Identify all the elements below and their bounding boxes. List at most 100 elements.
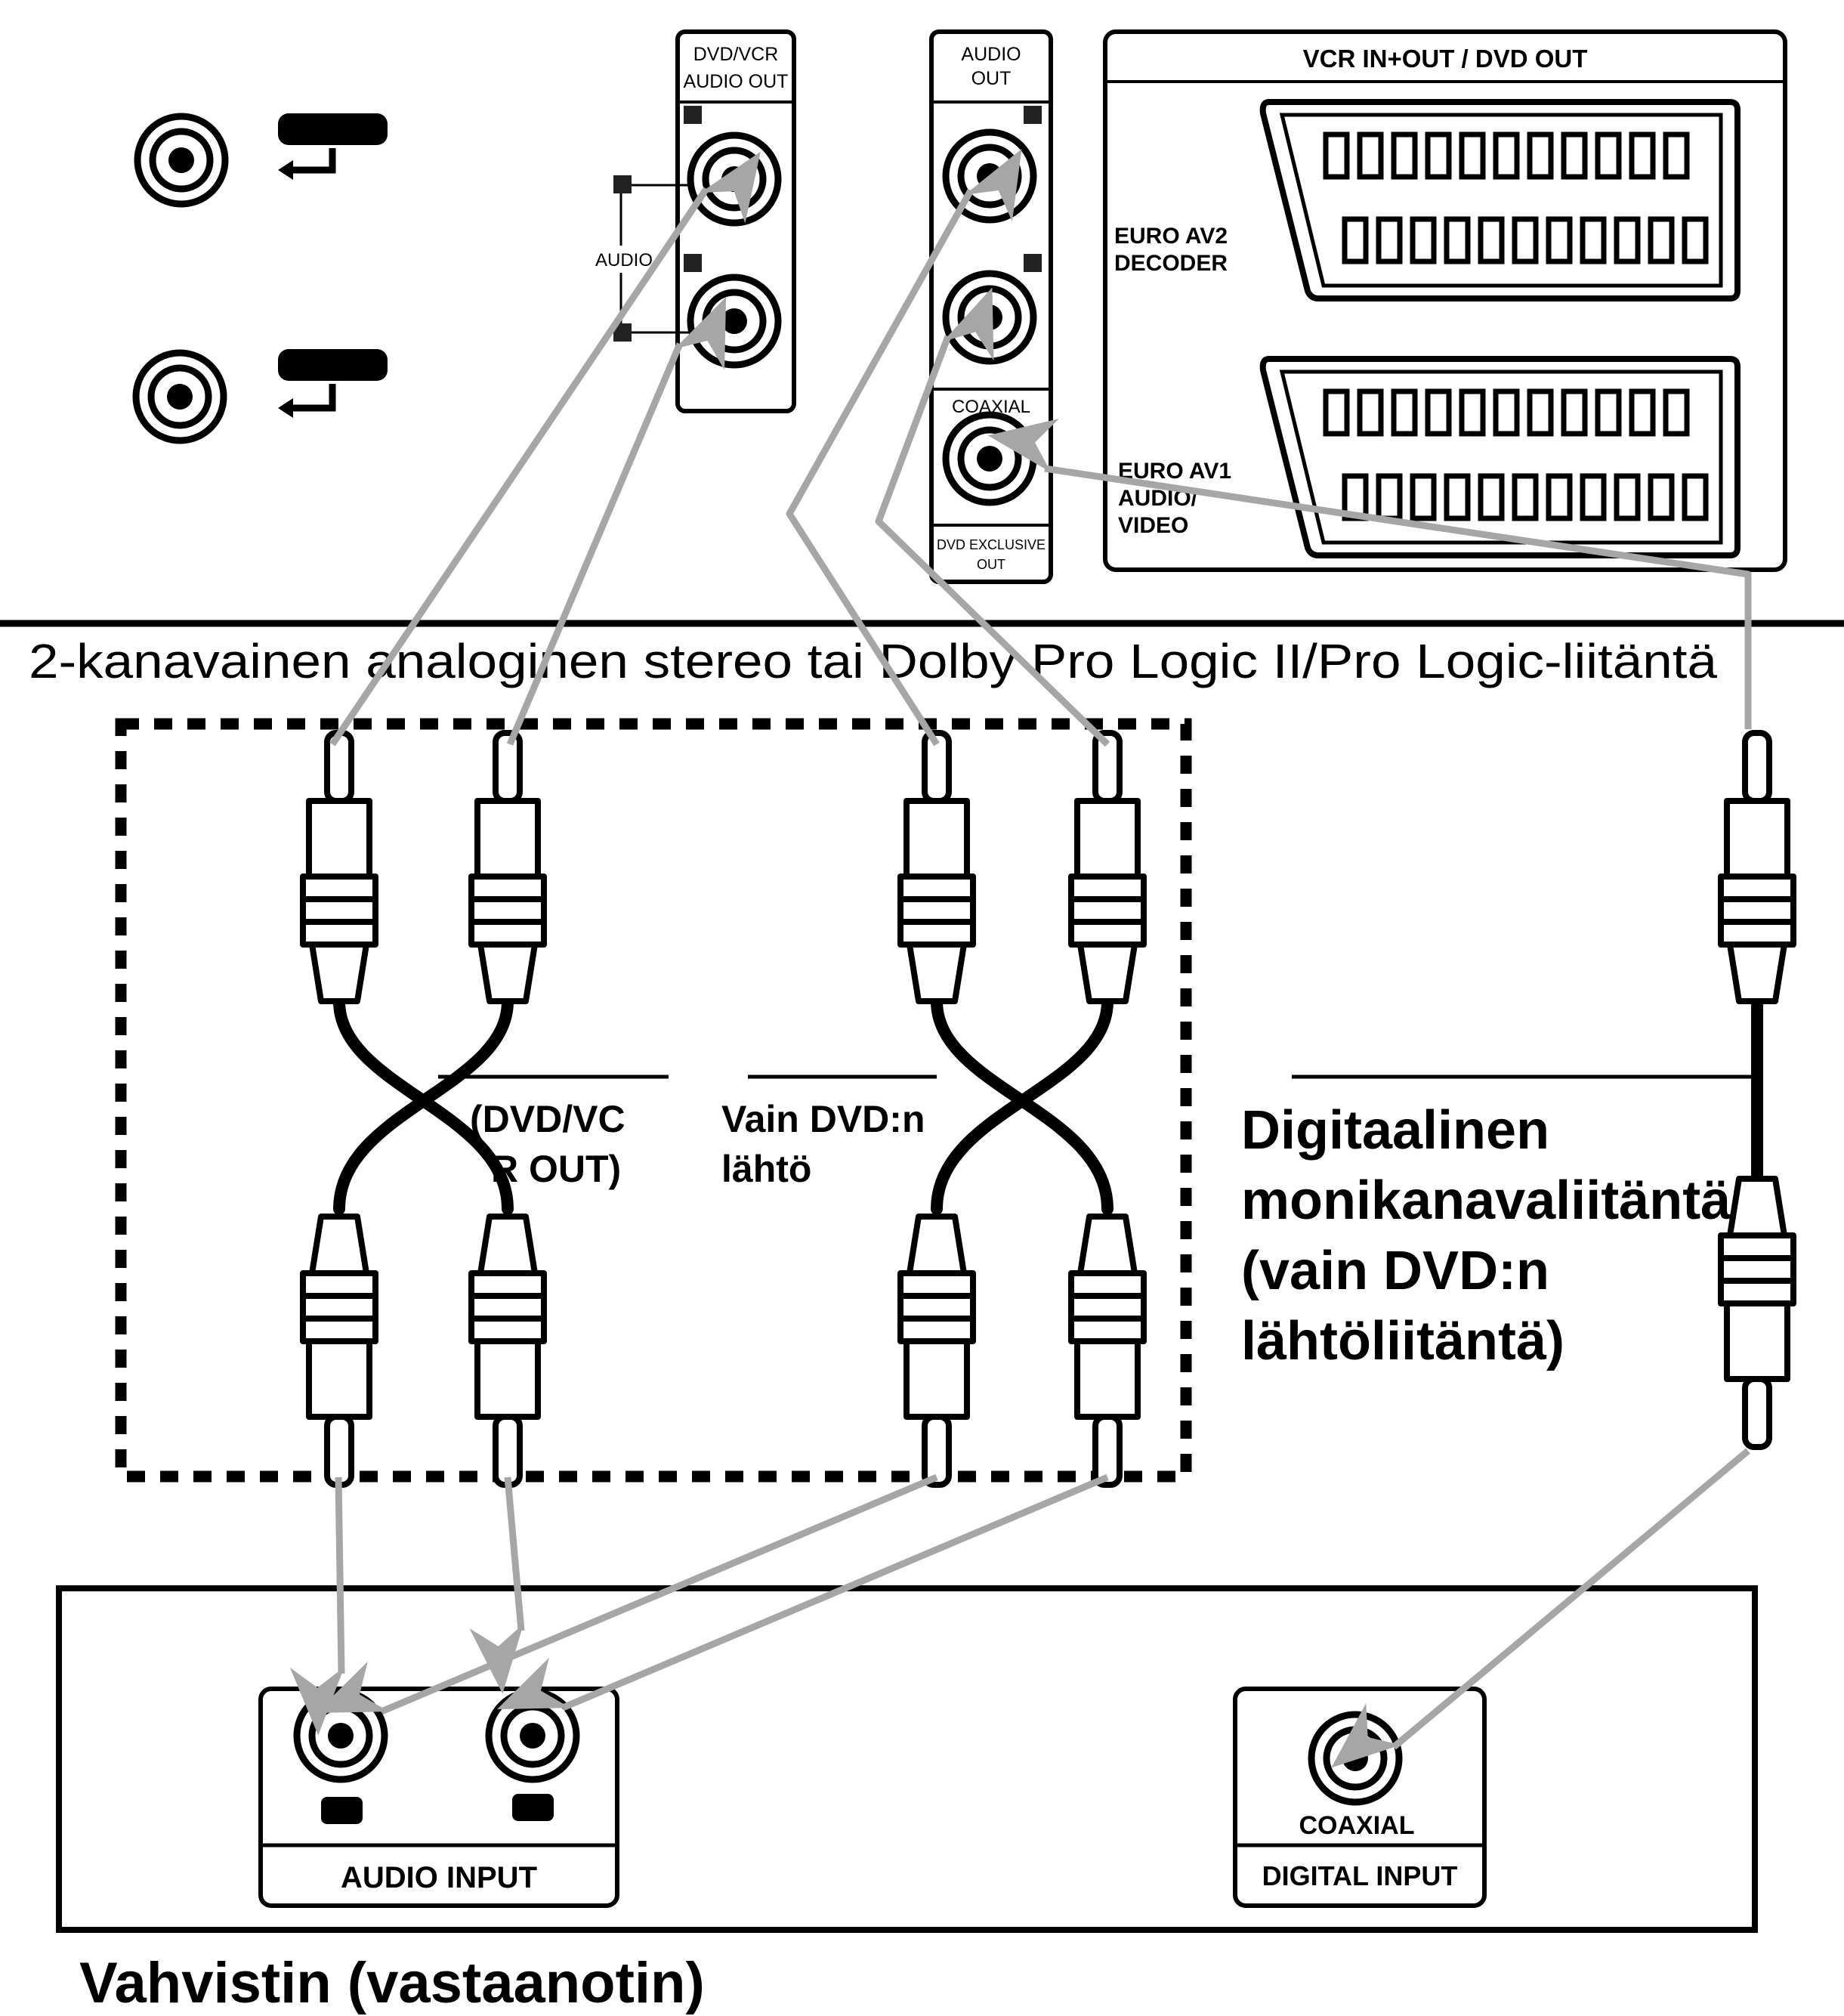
arrow-cable3-to-amp-left <box>315 1473 938 1715</box>
scart-pin <box>1546 473 1573 521</box>
analog-cable-3-bottom-plug[interactable] <box>900 1217 973 1485</box>
scart-pin <box>1614 473 1641 521</box>
amp-coaxial-jack[interactable] <box>1311 1715 1399 1802</box>
euro-av1-scart-connector[interactable] <box>1259 356 1741 558</box>
euro-av1-label-3: VIDEO <box>1118 513 1188 538</box>
audio-out-right-jack[interactable] <box>946 274 1033 361</box>
arrow-cable4-to-amp-right <box>496 1473 1109 1711</box>
audio-out-panel: AUDIO OUT COAXIAL DVD EXCLUSIVE OUT <box>929 29 1053 584</box>
scart-pin <box>1512 473 1539 521</box>
dvdvcr-out-label-1: (DVD/VC <box>470 1098 625 1140</box>
aerial-arrow-icon <box>287 148 336 174</box>
scart-pin <box>1425 131 1452 180</box>
arrow-cable2-to-dvdvcr-right <box>506 296 727 746</box>
scart-pin <box>1410 473 1437 521</box>
digital-heading-3: (vain DVD:n <box>1241 1241 1549 1301</box>
arrow-cable3-to-audio-out-left <box>786 149 1022 747</box>
scart-pin <box>1512 216 1539 264</box>
arrow-coax-cable-to-player <box>987 419 1752 729</box>
scart-pin <box>1323 388 1350 437</box>
scart-pin <box>1682 473 1709 521</box>
scart-pin <box>1561 131 1588 180</box>
analog-cable-4-bottom-plug[interactable] <box>1071 1217 1144 1485</box>
amp-audio-left-jack[interactable] <box>297 1692 385 1779</box>
coaxial-cable <box>1721 733 1793 1447</box>
digital-heading-2: monikanavaliitäntä <box>1241 1170 1731 1231</box>
audio-out-title-2: OUT <box>971 68 1012 89</box>
dvdvcr-audio-out-panel: DVD/VCR AUDIO OUT AUDIO <box>589 29 796 413</box>
dvdvcr-out-label-2: R OUT) <box>491 1148 621 1190</box>
scart-pin <box>1648 216 1675 264</box>
scart-pin <box>1648 473 1675 521</box>
connection-arrows <box>289 149 1752 1768</box>
player-coaxial-jack[interactable] <box>946 415 1033 502</box>
scart-pin <box>1376 216 1403 264</box>
dvd-only-label-1: Vain DVD:n <box>721 1098 925 1140</box>
arrow-coax-cable-to-amp <box>1331 1448 1750 1768</box>
scart-pin <box>1357 388 1384 437</box>
analog-cables <box>303 733 1144 1485</box>
arrow-cable4-to-audio-out-right <box>875 287 1110 747</box>
digital-heading-4: lähtöliitäntä) <box>1241 1311 1564 1371</box>
scart-pin <box>1493 388 1520 437</box>
scart-pin <box>1444 216 1471 264</box>
digital-input-panel: COAXIAL DIGITAL INPUT <box>1233 1687 1487 1908</box>
digital-heading-1: Digitaalinen <box>1241 1100 1549 1161</box>
scart-pin <box>1425 388 1452 437</box>
arrow-cable2-to-amp-right <box>469 1476 525 1694</box>
euro-av2-label-2: DECODER <box>1114 251 1228 276</box>
coaxial-cable-top-plug[interactable] <box>1721 733 1793 1001</box>
dvdvcr-audio-left-jack[interactable] <box>690 135 778 223</box>
scart-pin <box>1580 216 1607 264</box>
aerial-jack[interactable] <box>137 116 225 204</box>
scart-pin <box>1459 131 1486 180</box>
right-channel-badge: R <box>525 1796 540 1820</box>
analog-cables-box <box>115 718 1192 1483</box>
audio-input-panel: AUDIO INPUT L R <box>258 1687 619 1908</box>
scart-pin <box>1663 131 1690 180</box>
analog-cable-1-top-plug[interactable] <box>303 733 375 1001</box>
rf-out-label: RF.OUT <box>292 354 373 379</box>
scart-pin <box>1444 473 1471 521</box>
analog-cable-4-top-plug[interactable] <box>1071 733 1144 1001</box>
dvd-exclusive-label-2: OUT <box>977 557 1005 572</box>
dvdvcr-audio-out-title-2: AUDIO OUT <box>684 71 789 92</box>
scart-pin <box>1614 216 1641 264</box>
analog-cable-2-top-plug[interactable] <box>471 733 544 1001</box>
coaxial-cable-bottom-plug[interactable] <box>1721 1179 1793 1447</box>
scart-pin <box>1391 131 1418 180</box>
dvd-exclusive-label-1: DVD EXCLUSIVE <box>937 537 1046 552</box>
scart-panel: VCR IN+OUT / DVD OUT EURO AV2 DECODER EU… <box>1103 29 1787 572</box>
analog-cable-1-bottom-plug[interactable] <box>303 1217 375 1485</box>
amplifier-title: Vahvistin (vastaanotin) <box>79 1951 705 2015</box>
arrow-cable1-to-dvdvcr-left <box>329 151 761 747</box>
amp-coaxial-label: COAXIAL <box>1299 1811 1415 1840</box>
dvd-vcr-rear-panel: AERIAL RF.OUT DVD/VCR AUDIO OUT AUDIO <box>136 29 1787 584</box>
dvdvcr-audio-right-jack[interactable] <box>690 277 778 365</box>
rf-out-jack[interactable] <box>136 353 224 441</box>
dvdvcr-audio-label: AUDIO <box>595 250 653 271</box>
analog-cable-3-top-plug[interactable] <box>900 733 973 1001</box>
scart-pin <box>1580 473 1607 521</box>
euro-av2-scart-connector[interactable] <box>1259 99 1741 301</box>
aerial-badge: AERIAL <box>278 113 388 180</box>
audio-input-label: AUDIO INPUT <box>341 1861 537 1894</box>
scart-pin <box>1323 131 1350 180</box>
digital-input-label: DIGITAL INPUT <box>1262 1860 1458 1891</box>
analog-cable-2-bottom-plug[interactable] <box>471 1217 544 1485</box>
scart-pin <box>1682 216 1709 264</box>
audio-out-title-1: AUDIO <box>961 44 1021 65</box>
euro-av2-label-1: EURO AV2 <box>1114 224 1228 249</box>
scart-pin <box>1527 388 1554 437</box>
arrow-cable1-to-amp-left <box>289 1476 345 1736</box>
scart-pin <box>1410 216 1437 264</box>
aerial-label: AERIAL <box>290 118 375 143</box>
dvdvcr-audio-out-title-1: DVD/VCR <box>693 44 779 65</box>
scart-pin <box>1546 216 1573 264</box>
scart-pin <box>1342 216 1369 264</box>
left-channel-badge: L <box>335 1799 347 1823</box>
scart-panel-title: VCR IN+OUT / DVD OUT <box>1303 45 1588 73</box>
rf-out-arrow-icon <box>287 384 336 412</box>
scart-pin <box>1595 131 1622 180</box>
